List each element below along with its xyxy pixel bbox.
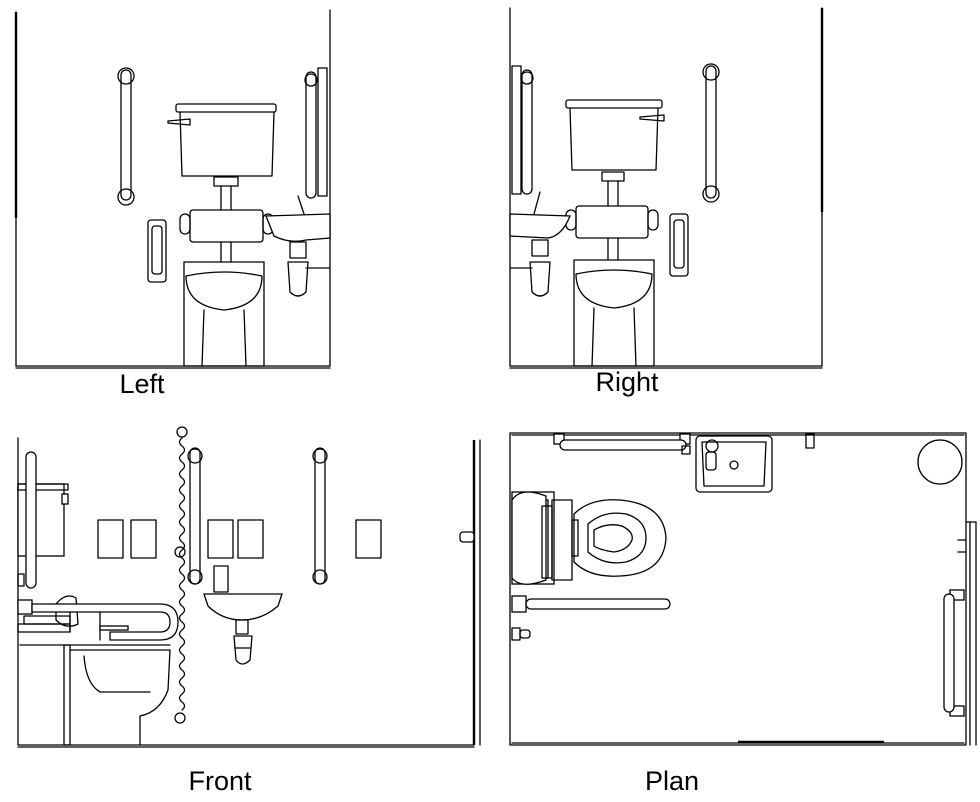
view-label-front: Front	[188, 766, 252, 796]
front-elevation	[17, 426, 481, 748]
grab-rail-corner	[17, 451, 37, 589]
cistern	[167, 103, 277, 263]
grab-rail-vertical	[187, 447, 203, 585]
wc-plan	[511, 491, 667, 585]
grab-rail-corner	[304, 67, 328, 199]
door-frame	[957, 521, 977, 746]
alarm-pull	[669, 213, 689, 277]
wall-tiles	[97, 519, 382, 559]
right-elevation	[509, 7, 824, 369]
waste-bin	[917, 439, 963, 485]
grab-rail-vertical	[312, 447, 328, 585]
drop-down-rail-plan	[511, 595, 671, 641]
washbasin-side	[265, 195, 331, 297]
toilet-pan-side	[19, 644, 171, 746]
drop-down-rail	[17, 599, 179, 641]
toilet-pan	[183, 261, 265, 367]
left-elevation	[14, 9, 331, 369]
grab-rail-door	[943, 589, 965, 717]
grab-rail-vertical	[117, 67, 135, 206]
washbasin-front	[203, 565, 283, 665]
alarm-pull	[147, 219, 167, 283]
washbasin-side	[509, 191, 571, 297]
grab-rail-wall	[553, 433, 815, 455]
cistern	[565, 99, 665, 261]
toilet-pan	[573, 259, 655, 367]
backrest	[179, 209, 274, 243]
plan-view	[509, 432, 977, 746]
view-label-plan: Plan	[644, 766, 700, 796]
alarm-pull-cord	[174, 426, 188, 724]
backrest	[565, 205, 659, 239]
view-label-right: Right	[595, 367, 659, 397]
grab-rail-vertical	[702, 63, 720, 203]
grab-rail-corner	[511, 65, 534, 195]
view-label-left: Left	[119, 369, 165, 399]
washbasin-plan	[695, 435, 773, 493]
